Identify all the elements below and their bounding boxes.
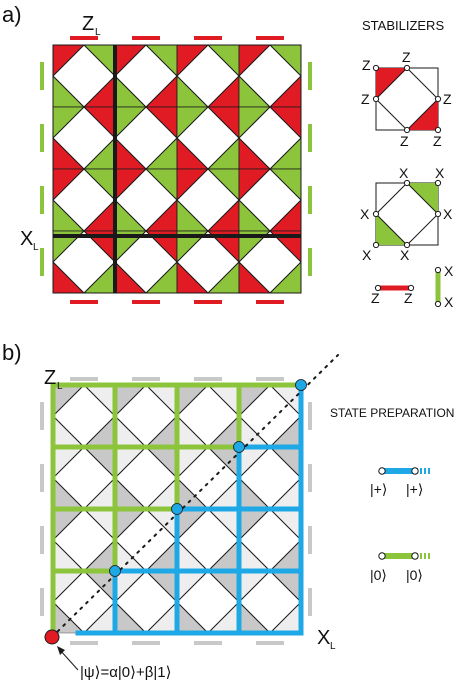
z-stab-label-5: Z — [400, 133, 409, 149]
zero-state-right: |0⟩ — [406, 567, 423, 583]
panel-b-x-logical-subscript: L — [330, 641, 336, 652]
diagonal-node — [295, 379, 307, 391]
panel-b-z-logical-subscript: L — [57, 381, 63, 392]
panel-a-lattice — [40, 36, 312, 304]
panel-b-z-logical-label: Z — [44, 367, 56, 389]
x-stab-label-5: X — [362, 247, 372, 263]
z-edge-legend-right: Z — [404, 290, 413, 306]
z-stabilizer-plaquette: Z Z Z Z Z Z — [361, 49, 452, 149]
panel-b-label: b) — [2, 340, 22, 365]
input-state-formula: |ψ⟩=α|0⟩+β|1⟩ — [80, 664, 171, 681]
panel-b-lattice — [40, 354, 339, 645]
x-stab-label-1: X — [399, 165, 409, 181]
zero-state-legend: |0⟩ |0⟩ — [370, 552, 430, 583]
x-stab-label-3: X — [360, 206, 370, 222]
panel-a-z-logical-label: Z — [82, 13, 94, 35]
x-stab-label-4: X — [443, 206, 453, 222]
diagonal-dotted-line — [51, 354, 339, 638]
panel-a-x-logical-label: X — [20, 228, 33, 250]
zero-state-left: |0⟩ — [370, 567, 387, 583]
panel-a-label: a) — [2, 2, 22, 27]
state-preparation-title: STATE PREPARATION — [330, 406, 454, 420]
x-edge-legend: X X — [434, 263, 454, 310]
z-stab-label-3: Z — [361, 91, 370, 107]
x-edge-legend-bottom: X — [444, 294, 454, 310]
stabilizers-title: STABILIZERS — [362, 18, 444, 33]
x-stabilizer-plaquette: X X X X X X — [360, 165, 453, 263]
z-stab-label-4: Z — [443, 91, 452, 107]
panel-a-x-logical-subscript: L — [33, 242, 39, 253]
x-stab-label-6: X — [400, 247, 410, 263]
z-edge-legend: Z Z — [371, 284, 415, 306]
x-stab-label-2: X — [435, 165, 445, 181]
panel-b-x-logical-label: X — [317, 627, 330, 649]
lattice-border — [52, 44, 302, 294]
x-edge-legend-top: X — [444, 263, 454, 279]
diagonal-node — [171, 503, 183, 515]
z-edge-legend-left: Z — [371, 290, 380, 306]
z-stab-label-2: Z — [402, 49, 411, 65]
plus-state-right: |+⟩ — [406, 481, 423, 497]
input-qubit-marker — [44, 629, 60, 645]
diagonal-node — [109, 565, 121, 577]
panel-a-z-logical-subscript: L — [95, 27, 101, 38]
diagonal-node — [233, 441, 245, 453]
plus-state-left: |+⟩ — [370, 481, 387, 497]
panel-a: a) Z L X L STABILIZERS Z Z Z Z Z Z — [2, 2, 454, 310]
input-qubit-pointer — [59, 649, 79, 671]
z-stab-label-6: Z — [433, 133, 442, 149]
plus-state-legend: |+⟩ |+⟩ — [370, 467, 430, 497]
z-stab-label-1: Z — [362, 57, 371, 73]
panel-b: b) Z L X L STATE PREPARATION |+⟩ |+⟩ |0⟩… — [2, 340, 454, 681]
